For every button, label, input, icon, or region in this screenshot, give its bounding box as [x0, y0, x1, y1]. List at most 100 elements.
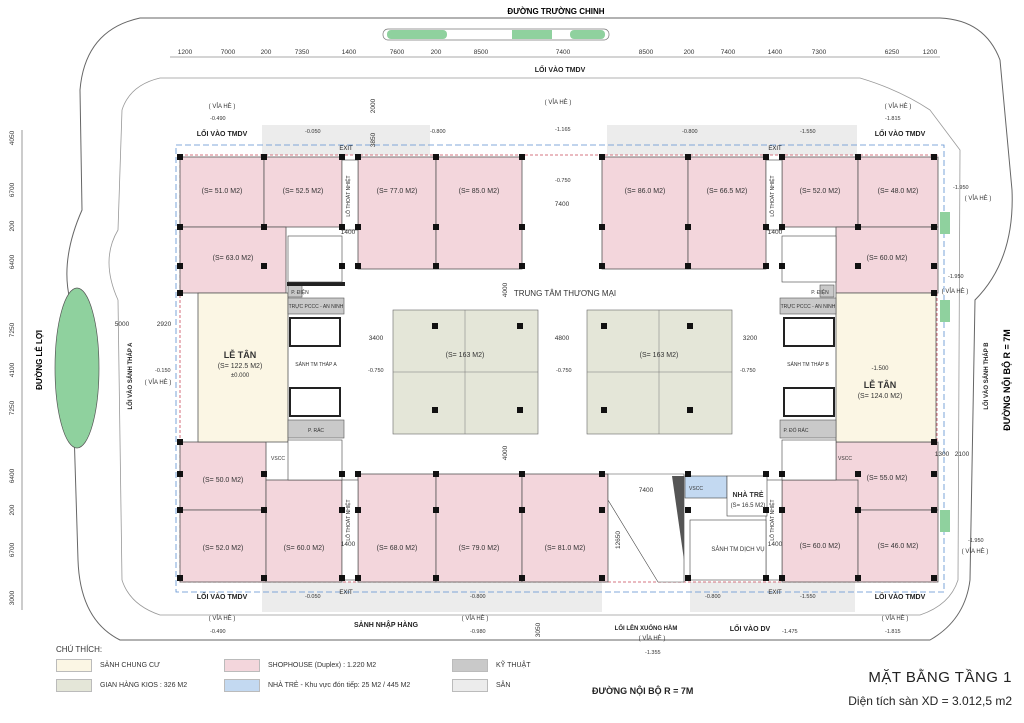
via-he: ( VỈA HÈ ) [962, 548, 989, 555]
column [339, 471, 345, 477]
column [855, 507, 861, 513]
column [177, 290, 183, 296]
column [931, 224, 937, 230]
column [931, 471, 937, 477]
left-dim-labels: 4050 6700 200 6400 7250 4100 7250 6400 2… [9, 130, 16, 605]
via-he: ( VỈA HÈ ) [209, 103, 236, 110]
room-label: (S= 81.0 M2) [545, 545, 586, 552]
shop-60-br[interactable] [781, 479, 859, 583]
vent-a-top: LỖ THOÁT NHIỆT [344, 175, 352, 216]
shop-52[interactable] [781, 156, 859, 228]
fire-a: TRỰC PCCC - AN NINH [289, 304, 344, 310]
room-label: (S= 68.0 M2) [377, 545, 418, 552]
left-dim: 4050 [9, 130, 16, 145]
nursery-room[interactable] [726, 475, 768, 517]
dim: 12650 [615, 531, 622, 549]
inner-dims: 7400 4000 3400 4800 3200 4000 7400 5000 … [115, 98, 970, 637]
shop-50[interactable] [179, 441, 267, 511]
fire-b: TRỰC PCCC - AN NINH [781, 304, 836, 310]
legend-swatch [56, 658, 92, 672]
shop-81[interactable] [521, 473, 609, 583]
column [432, 323, 438, 329]
lobby-a-title: LỄ TÂN [224, 349, 257, 360]
exit-bl: EXIT [339, 590, 353, 596]
green-patch [940, 300, 950, 322]
room-label: (S= 52.0 M2) [203, 545, 244, 552]
lobby-b[interactable] [835, 292, 937, 443]
shop-66-5[interactable] [687, 156, 767, 270]
level: -1.950 [953, 185, 969, 191]
plan-title: MẶT BẰNG TẦNG 1 [868, 669, 1012, 686]
column [779, 154, 785, 160]
top-dim: 7400 [556, 49, 571, 56]
elec-a: P. ĐIỆN [291, 288, 309, 296]
dim: 3400 [369, 335, 384, 342]
column [261, 263, 267, 269]
shop-51[interactable] [179, 156, 265, 228]
shop-46[interactable] [857, 509, 939, 583]
room-label: (S= 46.0 M2) [878, 543, 919, 550]
room-label: (S= 66.5 M2) [707, 188, 748, 195]
column [599, 507, 605, 513]
shop-79[interactable] [435, 473, 523, 583]
dim: 1400 [768, 541, 783, 548]
dim: 1400 [341, 541, 356, 548]
room-label: (S= 55.0 M2) [867, 475, 908, 482]
shop-63[interactable] [179, 226, 287, 294]
ramp [607, 473, 685, 583]
shop-77[interactable] [357, 156, 437, 270]
room-label: (S= 77.0 M2) [377, 188, 418, 195]
column [261, 575, 267, 581]
legend-item: KỸ THUẬT [452, 658, 531, 672]
top-dim-labels: 1200 7000 200 7350 1400 7600 200 8500 74… [178, 49, 938, 56]
shop-52-5[interactable] [263, 156, 343, 228]
road-bottom-label: ĐƯỜNG NỘI BỘ R = 7M [592, 686, 694, 696]
left-dim: 4100 [9, 362, 16, 377]
shop-86[interactable] [601, 156, 689, 270]
level: -1.165 [555, 127, 571, 133]
column [355, 154, 361, 160]
hall-b: SẢNH TM THÁP B [787, 361, 829, 368]
exit-br: EXIT [768, 590, 782, 596]
column [519, 224, 525, 230]
shop-52-b[interactable] [179, 509, 267, 583]
shop-48[interactable] [857, 156, 939, 228]
column [177, 575, 183, 581]
column [601, 323, 607, 329]
column [763, 471, 769, 477]
legend-swatch [224, 658, 260, 672]
left-dim: 6400 [9, 254, 16, 269]
room-labels: (S= 51.0 M2) (S= 52.5 M2) (S= 77.0 M2) (… [202, 188, 919, 553]
top-dim: 200 [684, 49, 695, 56]
column [779, 471, 785, 477]
lobby-b-level: -1.500 [871, 366, 889, 372]
road-right-label: ĐƯỜNG NỘI BỘ R = 7M [1001, 329, 1012, 430]
tech-b1 [779, 297, 837, 315]
lobby-a[interactable] [197, 292, 289, 443]
top-dim: 1400 [768, 49, 783, 56]
entry-tmdv-tr: LỐI VÀO TMDV [875, 128, 926, 138]
level: -0.050 [305, 129, 321, 135]
wc-a-top [287, 235, 343, 283]
tech-rooms [287, 284, 837, 439]
column [355, 224, 361, 230]
lift-a-top [289, 317, 341, 347]
dim: 3200 [743, 335, 758, 342]
legend-label: SẢNH CHUNG CƯ [100, 661, 161, 669]
level: -0.750 [556, 368, 572, 374]
column [432, 407, 438, 413]
column [599, 471, 605, 477]
shop-60-bl[interactable] [265, 479, 343, 583]
legend: CHÚ THÍCH: SẢNH CHUNG CƯ GIAN HÀNG KIOS … [56, 645, 616, 705]
level: -0.800 [470, 594, 486, 600]
lobby-b-title: LỄ TÂN [864, 379, 897, 390]
column [177, 263, 183, 269]
room-label: (S= 50.0 M2) [203, 477, 244, 484]
left-dim: 3000 [9, 590, 16, 605]
legend-item: SÂN [452, 678, 510, 692]
shop-68[interactable] [357, 473, 437, 583]
level: -0.980 [470, 629, 486, 635]
legend-swatch [452, 658, 488, 672]
shop-85[interactable] [435, 156, 523, 270]
left-green [54, 287, 100, 449]
